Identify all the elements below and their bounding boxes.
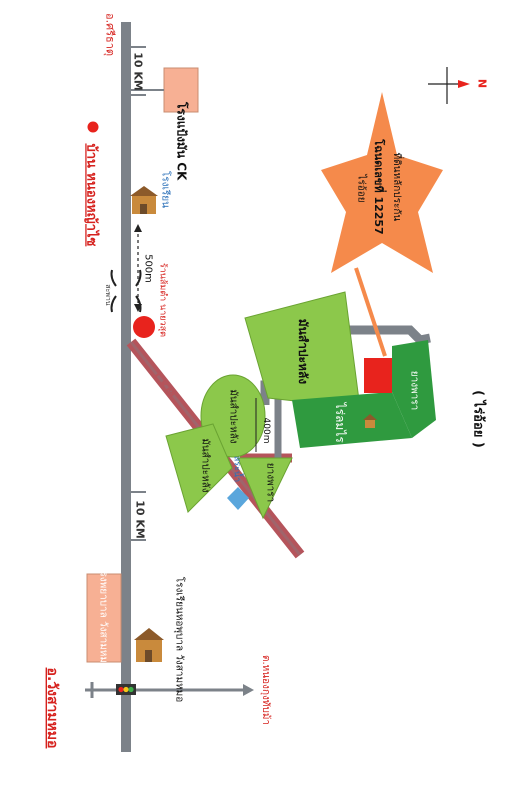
factory-ck-building — [163, 67, 199, 113]
collateral-parcel — [364, 358, 392, 393]
rubber-plot-south — [237, 457, 293, 520]
district-wang-sam-mo-label: อ.วังสามหมอ — [44, 668, 60, 749]
tree-icon — [363, 414, 377, 428]
shop-label: ร้านส้มตำ นายวสุต — [158, 263, 169, 337]
sugarcane-farm-label: ( ไร่อ้อย ) — [471, 390, 488, 448]
star-title-label: ที่ดินหลักประกัน — [391, 153, 405, 222]
hospital-label: โรงพยาบาล วังสามหมอ — [98, 566, 111, 669]
rubber-south-label: ยางพารา — [265, 463, 276, 503]
hospital-building — [86, 573, 122, 663]
road-arrow-icon — [243, 684, 254, 696]
cassava-plot-main-label: มันสำปะหลัง — [296, 319, 310, 385]
cassava-plot-small-label: มันสำปะหลัง — [200, 438, 211, 493]
traffic-light-icon — [116, 684, 136, 695]
shop-marker — [133, 316, 155, 338]
north-label: N — [476, 79, 489, 88]
factory-ck-label: โรงแป้งมัน CK — [174, 101, 189, 181]
compass-arrow-icon — [428, 67, 470, 104]
land-center-plot — [292, 392, 412, 448]
main-highway — [121, 22, 131, 752]
distance-branch-label: 1 KM — [149, 368, 178, 400]
land-center-label: ไร่ลมไร — [333, 402, 347, 444]
location-dot-icon — [87, 121, 99, 133]
pond-label: สระน้ำ — [232, 456, 245, 482]
distance-north-label: 10 KM — [132, 52, 145, 91]
school-south-label: โรงเรียนหอพุบาล วังสามหมอ — [174, 577, 187, 703]
village-label: บ้าน หนองหญ้าไซ — [84, 143, 101, 246]
star-deed-label: โฉนดเลขที่ 12257 — [372, 138, 387, 234]
distance-south-label: 10 KM — [134, 500, 147, 539]
school-label: โรงเรียน — [160, 171, 173, 208]
cassava-plot-small — [165, 423, 233, 513]
school-icon — [130, 186, 158, 214]
district-sri-that-label: อ.ศรีธาตุ — [104, 13, 117, 56]
church-icon — [134, 628, 164, 662]
rubber-north-label: ยางพารา — [409, 371, 420, 411]
rubber-plot-north — [392, 340, 436, 438]
callout-leader — [354, 267, 387, 357]
distance-500m-label: 500m — [143, 254, 154, 283]
cassava-plot-round-label: มันสำปะหลัง — [228, 389, 239, 444]
star-area-label: ไร่อ้อย — [356, 173, 368, 202]
collateral-callout-star — [321, 92, 443, 273]
pond-marker — [227, 487, 249, 510]
road-to-nong-kung-label: ต.หนองกุงทับม้า — [260, 655, 272, 725]
distance-400m-label: 400m — [261, 418, 271, 444]
bridge-label: สะพาน — [104, 284, 112, 306]
